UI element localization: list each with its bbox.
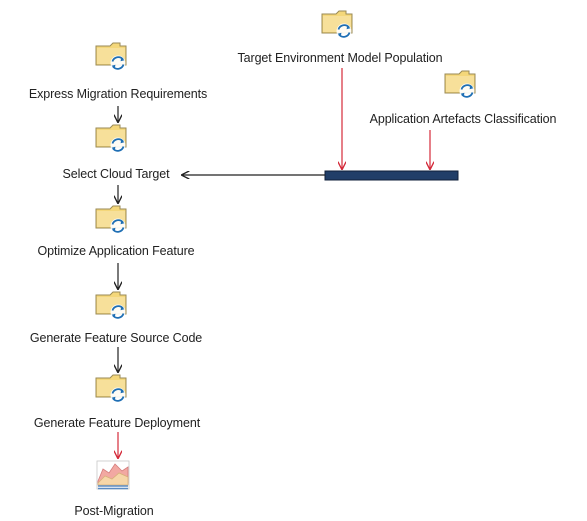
task-label-target-env: Target Environment Model Population (237, 51, 443, 65)
task-label-select: Select Cloud Target (62, 167, 170, 181)
task-icon-express[interactable] (95, 42, 127, 72)
task-label-gen-code: Generate Feature Source Code (29, 331, 203, 345)
area-chart-icon[interactable] (96, 460, 130, 490)
task-icon-artefacts[interactable] (444, 70, 476, 100)
task-label-artefacts: Application Artefacts Classification (369, 112, 557, 126)
task-label-gen-deploy: Generate Feature Deployment (33, 416, 201, 430)
task-icon-target-env[interactable] (321, 10, 353, 40)
task-icon-gen-deploy[interactable] (95, 374, 127, 404)
task-icon-select[interactable] (95, 124, 127, 154)
task-icon-gen-code[interactable] (95, 291, 127, 321)
task-icon-optimize[interactable] (95, 205, 127, 235)
task-label-post: Post-Migration (74, 504, 154, 518)
task-label-express: Express Migration Requirements (28, 87, 208, 101)
task-label-optimize: Optimize Application Feature (37, 244, 195, 258)
join-bar[interactable] (324, 170, 459, 181)
